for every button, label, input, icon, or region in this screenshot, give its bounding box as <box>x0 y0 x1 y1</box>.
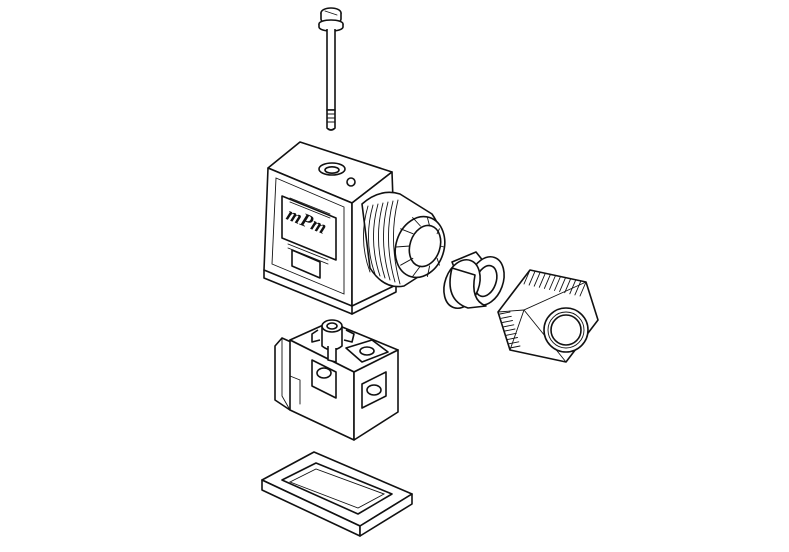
gland-neck <box>361 191 446 288</box>
connector-housing: mPm <box>263 141 397 315</box>
fixing-screw <box>318 7 344 131</box>
flat-gasket <box>261 451 413 537</box>
gland-nut <box>497 269 599 363</box>
seal-ring <box>443 251 505 310</box>
contact-insert <box>274 319 399 441</box>
